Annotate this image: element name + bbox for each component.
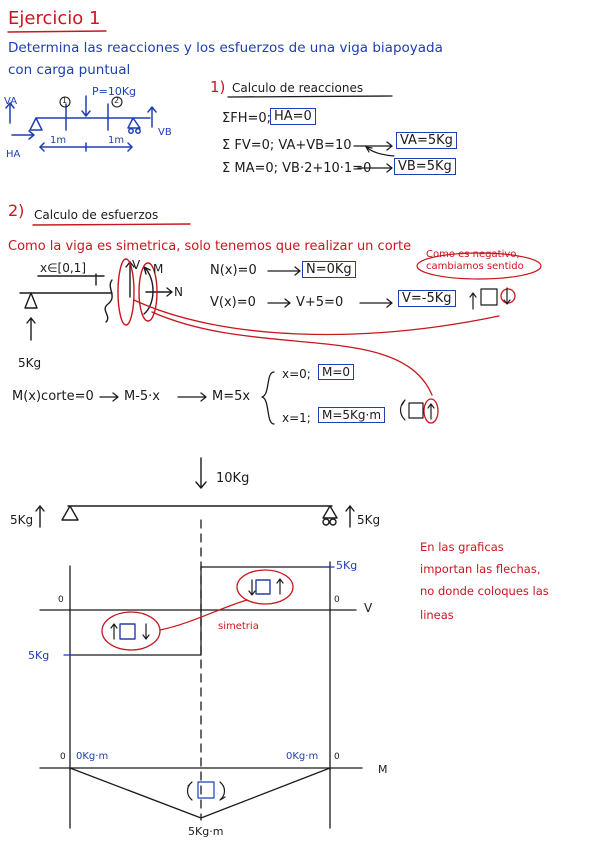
v-circle	[117, 258, 135, 326]
v-result: V=-5Kg	[398, 290, 456, 307]
left-reaction-label: 5Kg	[10, 513, 34, 527]
cut-m-label: M	[153, 262, 164, 276]
ha-label: HA	[6, 149, 21, 160]
section-2-number: 2)	[8, 201, 25, 220]
m-right-value: 0Kg·m	[286, 751, 319, 762]
cut-v-label: V	[132, 258, 141, 272]
m-circle	[138, 262, 158, 322]
page-title: Ejercicio 1	[8, 8, 101, 29]
m-left-value: 0Kg·m	[76, 751, 109, 762]
reaction-arrows	[353, 141, 393, 173]
n-result: N=0Kg	[302, 261, 356, 278]
v-zero-right: 0	[334, 595, 340, 605]
shear-sign-blue	[119, 579, 271, 640]
v-bottom-value: 5Kg	[28, 649, 50, 662]
v-zero-left: 0	[58, 595, 64, 605]
vb-label: VB	[158, 127, 172, 138]
case-x1: x=1;	[282, 411, 311, 425]
main-beam	[35, 457, 355, 528]
m-function: M=5x	[212, 389, 251, 404]
cut-reaction: 5Kg	[18, 356, 42, 370]
length-2: 1m	[108, 135, 125, 146]
statement-line-1: Determina las reacciones y los esfuerzos…	[8, 40, 443, 56]
side-note-1: En las graficas	[420, 540, 504, 554]
v-top-value: 5Kg	[336, 559, 358, 572]
result-ha: HA=0	[270, 108, 316, 125]
m-link-curve	[151, 311, 433, 396]
section-1-heading: Calculo de reacciones	[232, 81, 364, 95]
v-link-curve	[133, 299, 500, 336]
neg-note-circle	[416, 252, 542, 280]
m-sign-circle	[423, 398, 439, 424]
cut-range: x∈[0,1]	[40, 261, 87, 275]
m-zero-left: 0	[60, 752, 66, 762]
case-x0-result: M=0	[318, 364, 355, 380]
case-x1-result: M=5Kg·m	[318, 407, 386, 423]
n-equation: N(x)=0	[210, 263, 257, 278]
eq-sum-fh: ΣFH=0;	[222, 111, 272, 126]
side-note-2: importan las flechas,	[420, 562, 541, 576]
shear-diagram	[39, 519, 357, 821]
heading1-underline	[227, 95, 393, 98]
neg-circle	[500, 288, 516, 304]
m-axis-label: M	[378, 763, 388, 776]
small-beam-sketch	[5, 95, 157, 152]
length-1: 1m	[50, 135, 67, 146]
result-vb: VB=5Kg	[394, 158, 456, 175]
va-label: VA	[4, 96, 18, 107]
eq-sum-fv: Σ FV=0; VA+VB=10	[222, 138, 352, 153]
side-note-3: no donde coloques las	[420, 584, 549, 598]
m-zero-right: 0	[334, 752, 340, 762]
side-note-4: lineas	[420, 608, 454, 622]
eq-sum-ma: Σ MA=0; VB·2+10·1=0	[222, 161, 372, 176]
statement-line-2: con carga puntual	[8, 62, 131, 78]
case-x0: x=0;	[282, 367, 311, 381]
symmetry-label: simetria	[218, 621, 259, 632]
hint-curve	[365, 146, 395, 157]
load-label: P=10Kg	[92, 85, 137, 98]
shear-sign-circle-left	[101, 611, 161, 651]
v-intermediate: V+5=0	[296, 295, 344, 310]
right-reaction-label: 5Kg	[357, 513, 381, 527]
section-1-marker: 1	[62, 96, 68, 105]
title-underline	[7, 30, 107, 33]
m-intermediate: M-5·x	[124, 389, 161, 404]
moment-diagram	[39, 767, 363, 829]
moment-sign-glyph	[186, 781, 226, 801]
section-2-marker: 2	[114, 96, 120, 105]
section-1-number: 1)	[210, 78, 226, 96]
m-equation: M(x)corte=0	[12, 389, 94, 404]
m-max-value: 5Kg·m	[188, 825, 224, 838]
v-equation: V(x)=0	[210, 295, 256, 310]
negative-note-2: cambiamos sentido	[426, 261, 524, 272]
equation-arrows	[99, 266, 393, 425]
v-axis-label: V	[364, 601, 373, 615]
sym-link	[159, 599, 248, 631]
cut-n-label: N	[174, 285, 183, 299]
result-va: VA=5Kg	[396, 132, 457, 149]
symmetry-note: Como la viga es simetrica, solo tenemos …	[8, 239, 412, 254]
shear-sign-circle-right	[236, 569, 294, 605]
m-sign-glyph	[399, 399, 435, 421]
sec1-circle	[59, 96, 71, 108]
heading2-underline	[32, 223, 191, 226]
v-sign-glyph	[469, 287, 511, 310]
negative-note-1: Como es negativo,	[426, 249, 520, 260]
sec2-circle	[111, 96, 123, 108]
load-10kg: 10Kg	[216, 471, 250, 486]
section-2-heading: Calculo de esfuerzos	[34, 208, 159, 222]
